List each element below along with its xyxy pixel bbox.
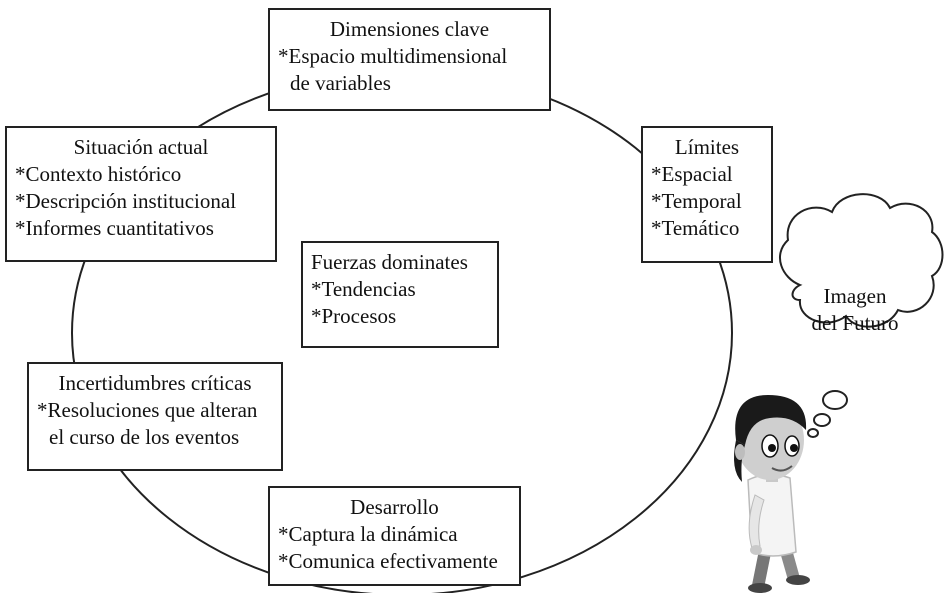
box-title: Desarrollo xyxy=(350,495,439,519)
cloud-label-line: Imagen xyxy=(823,284,887,308)
box-item: *Espacial xyxy=(651,162,733,186)
box-item: *Informes cuantitativos xyxy=(15,216,214,240)
box-dimensiones-clave: Dimensiones clave *Espacio multidimensio… xyxy=(268,8,551,111)
box-title: Fuerzas dominates xyxy=(311,250,468,274)
cloud-label-line: del Futuro xyxy=(811,311,899,335)
box-fuerzas-dominates: Fuerzas dominates *Tendencias *Procesos xyxy=(301,241,499,348)
box-item: *Espacio multidimensional xyxy=(278,44,508,68)
box-title: Límites xyxy=(674,135,740,159)
box-limites: Límites *Espacial *Temporal *Temático xyxy=(641,126,773,263)
box-item: *Captura la dinámica xyxy=(278,522,458,546)
box-item: el curso de los eventos xyxy=(49,425,240,449)
box-item: *Procesos xyxy=(311,304,397,328)
box-item: *Resoluciones que alteran xyxy=(37,398,258,422)
box-title: Dimensiones clave xyxy=(329,17,490,41)
box-item: *Temático xyxy=(651,216,740,240)
box-situacion-actual: Situación actual *Contexto histórico *De… xyxy=(5,126,277,262)
thought-cloud-icon xyxy=(779,193,944,438)
box-item: de variables xyxy=(290,71,391,95)
box-item: *Comunica efectivamente xyxy=(278,549,498,573)
box-title: Situación actual xyxy=(73,135,209,159)
box-incertidumbres-criticas: Incertidumbres críticas *Resoluciones qu… xyxy=(27,362,283,471)
box-title: Incertidumbres críticas xyxy=(58,371,252,395)
box-desarrollo: Desarrollo *Captura la dinámica *Comunic… xyxy=(268,486,521,586)
person-illustration-icon xyxy=(734,395,810,593)
box-item: *Contexto histórico xyxy=(15,162,182,186)
box-item: *Temporal xyxy=(651,189,742,213)
box-item: *Descripción institucional xyxy=(15,189,237,213)
box-item: *Tendencias xyxy=(311,277,416,301)
cloud-label: Imagen del Futuro xyxy=(787,283,923,337)
